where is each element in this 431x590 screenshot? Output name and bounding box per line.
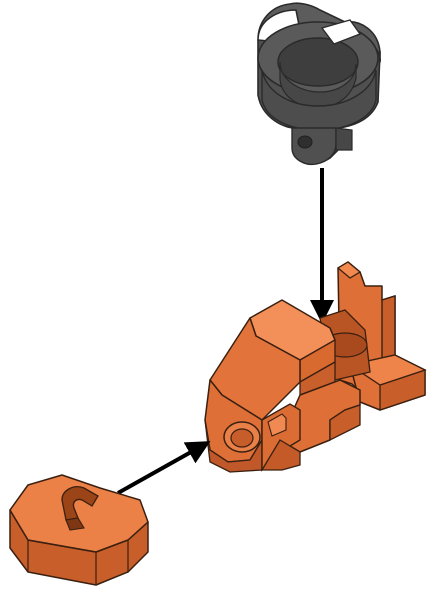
arrow-up-right-icon (117, 441, 211, 495)
cradle-base-icon (204, 261, 427, 473)
c-clip-icon (257, 2, 381, 166)
slotted-cap-icon (9, 474, 149, 586)
